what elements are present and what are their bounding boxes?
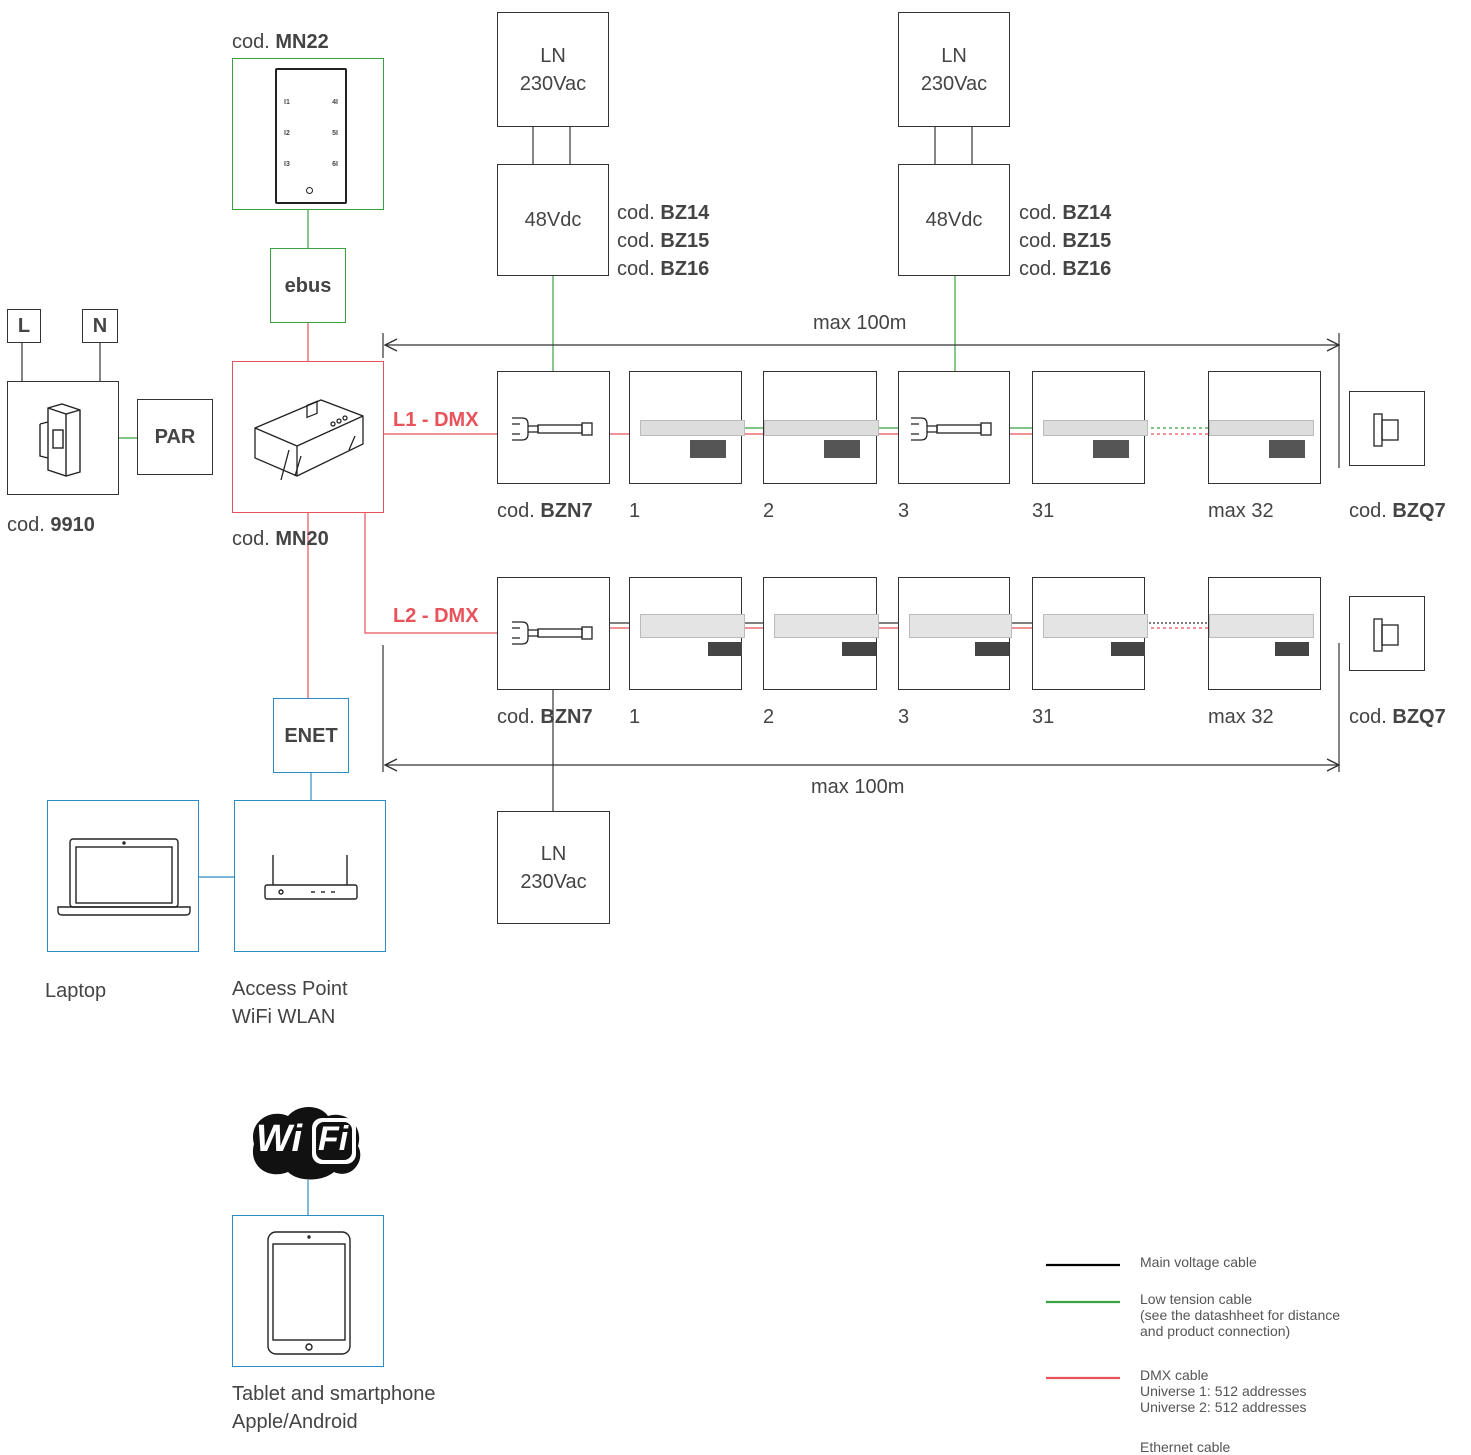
access-point-label: Access Point WiFi WLAN [232,975,348,1031]
white-led-bar-icon [1209,614,1314,638]
row1-terminator-code: cod. BZQ7 [1349,497,1446,525]
row1-fixture-32 [1208,371,1321,484]
row1-feeder-code: cod. BZN7 [497,497,593,525]
tablet-icon [266,1230,352,1356]
row2-fixture-3 [898,577,1010,690]
ebus-box: ebus [270,248,346,323]
psu1-codes: cod. BZ14 cod. BZ15 cod. BZ16 [617,199,709,283]
access-point-box [234,800,386,952]
legend-low-tension: Low tension cable (see the datashheet fo… [1140,1291,1340,1339]
row2-feeder-box [497,577,610,690]
line1-dmx-label: L1 - DMX [393,409,479,432]
row2-feeder-code: cod. BZN7 [497,703,593,731]
row1-fixture-1 [629,371,742,484]
neutral-terminal: N [82,309,118,343]
white-led-bar-icon [909,614,1012,638]
din-controller-icon [251,390,369,488]
legend-ethernet: Ethernet cable [1140,1439,1230,1455]
row2-fixture-2 [763,577,877,690]
row1-fixture-2 [763,371,877,484]
mains-supply-3: LN 230Vac [497,811,610,924]
row2-fixture-32 [1208,577,1321,690]
din-breaker-icon [36,402,92,478]
white-led-bar-icon [1043,614,1148,638]
enet-box: ENET [273,698,349,773]
psu2-codes: cod. BZ14 cod. BZ15 cod. BZ16 [1019,199,1111,283]
distance-label-top: max 100m [813,309,906,337]
row1-num-31: 31 [1032,497,1054,525]
row2-num-2: 2 [763,703,774,731]
rgb-led-bar-icon [640,420,745,436]
live-terminal: L [7,309,41,343]
row1-num-3: 3 [898,497,909,525]
row1-feeder-box [497,371,610,484]
dc-supply-1: 48Vdc [497,164,609,276]
rgb-led-bar-icon [1043,420,1148,436]
line2-dmx-label: L2 - DMX [393,605,479,628]
row1-terminator-box [1349,391,1425,466]
row1-num-max: max 32 [1208,497,1274,525]
tablet-label: Tablet and smartphone Apple/Android [232,1380,435,1436]
breaker-code-label: cod. 9910 [7,511,95,539]
wifi-logo-icon: Wi Fi [248,1100,364,1182]
row2-fixture-31 [1032,577,1145,690]
par-box: PAR [137,399,213,475]
row1-feeder-box-2 [898,371,1010,484]
row2-num-max: max 32 [1208,703,1274,731]
distance-label-bottom: max 100m [811,773,904,801]
controller-box [232,361,384,513]
terminator-plug-icon [1372,617,1402,653]
terminator-plug-icon [1372,412,1402,448]
row2-fixture-1 [629,577,742,690]
controller-code-label: cod. MN20 [232,525,329,553]
tablet-box [232,1215,384,1367]
rgb-led-bar-icon [1209,420,1314,436]
mains-supply-2: LN 230Vac [898,12,1010,127]
row1-num-2: 2 [763,497,774,525]
laptop-box [47,800,199,952]
legend-main-voltage: Main voltage cable [1140,1254,1257,1270]
row2-num-3: 3 [898,703,909,731]
row2-num-1: 1 [629,703,640,731]
breaker-box [7,381,119,495]
rgb-led-bar-icon [764,420,879,436]
keypad-box: I1 4I I2 5I I3 6I [232,58,384,210]
row1-num-1: 1 [629,497,640,525]
dc-supply-2: 48Vdc [898,164,1010,276]
row2-terminator-code: cod. BZQ7 [1349,703,1446,731]
feeder-connector-icon [909,414,999,444]
white-led-bar-icon [774,614,879,638]
router-icon [261,851,361,903]
laptop-icon [56,837,192,917]
legend-swatches [1046,1265,1120,1378]
white-led-bar-icon [640,614,745,638]
row2-terminator-box [1349,596,1425,671]
legend-dmx: DMX cable Universe 1: 512 addresses Univ… [1140,1367,1307,1415]
mains-supply-1: LN 230Vac [497,12,609,127]
keypad-code-label: cod. MN22 [232,28,329,56]
keypad-device-icon: I1 4I I2 5I I3 6I [275,68,347,204]
row2-num-31: 31 [1032,703,1054,731]
power-button-icon [306,187,313,194]
feeder-connector-icon [510,414,600,444]
row1-fixture-31 [1032,371,1145,484]
laptop-label: Laptop [45,977,106,1005]
feeder-connector-icon [510,618,600,648]
